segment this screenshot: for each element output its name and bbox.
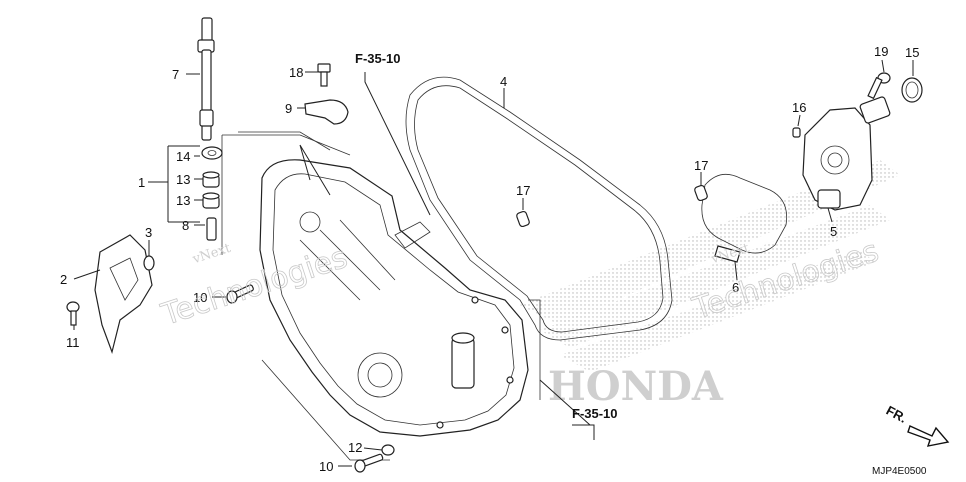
callout-4: 4	[500, 74, 507, 89]
dowel-17-left	[516, 210, 530, 228]
gasket-4	[405, 76, 673, 341]
bearings-group	[201, 146, 223, 209]
crankcase-cover	[259, 159, 529, 437]
callout-labels: 1 2 3 4 5 6 7 8 9 10 10 11 12 13 13 14 1…	[60, 44, 919, 474]
pin-16	[792, 127, 801, 138]
callout-9: 9	[285, 101, 292, 116]
callout-6: 6	[732, 280, 739, 295]
callout-17-left: 17	[516, 183, 530, 198]
callout-5: 5	[830, 224, 837, 239]
svg-text:vNext: vNext	[190, 241, 233, 268]
honda-brand-watermark: HONDA	[548, 363, 724, 410]
callout-10-lower: 10	[319, 459, 333, 474]
bolt-8	[206, 217, 217, 241]
callout-2: 2	[60, 272, 67, 287]
callout-13-lower: 13	[176, 193, 190, 208]
o-ring-6	[701, 173, 788, 254]
callout-19: 19	[874, 44, 888, 59]
bolt-11	[66, 301, 80, 326]
callout-10-upper: 10	[193, 290, 207, 305]
leader-lines	[73, 59, 914, 467]
callout-14: 14	[176, 149, 190, 164]
bolt-10-upper	[226, 284, 254, 304]
callout-12: 12	[348, 440, 362, 455]
o-ring-15	[901, 77, 923, 103]
washer-12	[381, 444, 395, 456]
callout-1: 1	[138, 175, 145, 190]
front-arrow-icon	[907, 425, 950, 447]
callout-15: 15	[905, 45, 919, 60]
bolt-18	[317, 63, 331, 87]
callout-7: 7	[172, 67, 179, 82]
washer-3	[143, 255, 155, 271]
dowel-17-right	[694, 184, 708, 202]
callout-13-upper: 13	[176, 172, 190, 187]
callout-17-right: 17	[694, 158, 708, 173]
callout-8: 8	[182, 218, 189, 233]
bolt-10-lower	[354, 453, 384, 473]
callout-3: 3	[145, 225, 152, 240]
clamp-9	[304, 99, 349, 125]
callout-11: 11	[66, 335, 80, 350]
honda-wing-watermark: HONDA	[520, 160, 900, 410]
callout-16: 16	[792, 100, 806, 115]
reference-bottom: F-35-10	[572, 406, 618, 421]
shaft-7	[197, 17, 215, 141]
diagram-code: MJP4E0500	[872, 466, 927, 477]
bolt-19	[867, 72, 891, 100]
water-pump-cover-5	[802, 96, 891, 211]
front-direction-indicator: FR.	[884, 403, 950, 447]
direction-label: FR.	[884, 403, 910, 426]
reference-top: F-35-10	[355, 51, 401, 66]
callout-18: 18	[289, 65, 303, 80]
guard-2	[94, 234, 153, 355]
